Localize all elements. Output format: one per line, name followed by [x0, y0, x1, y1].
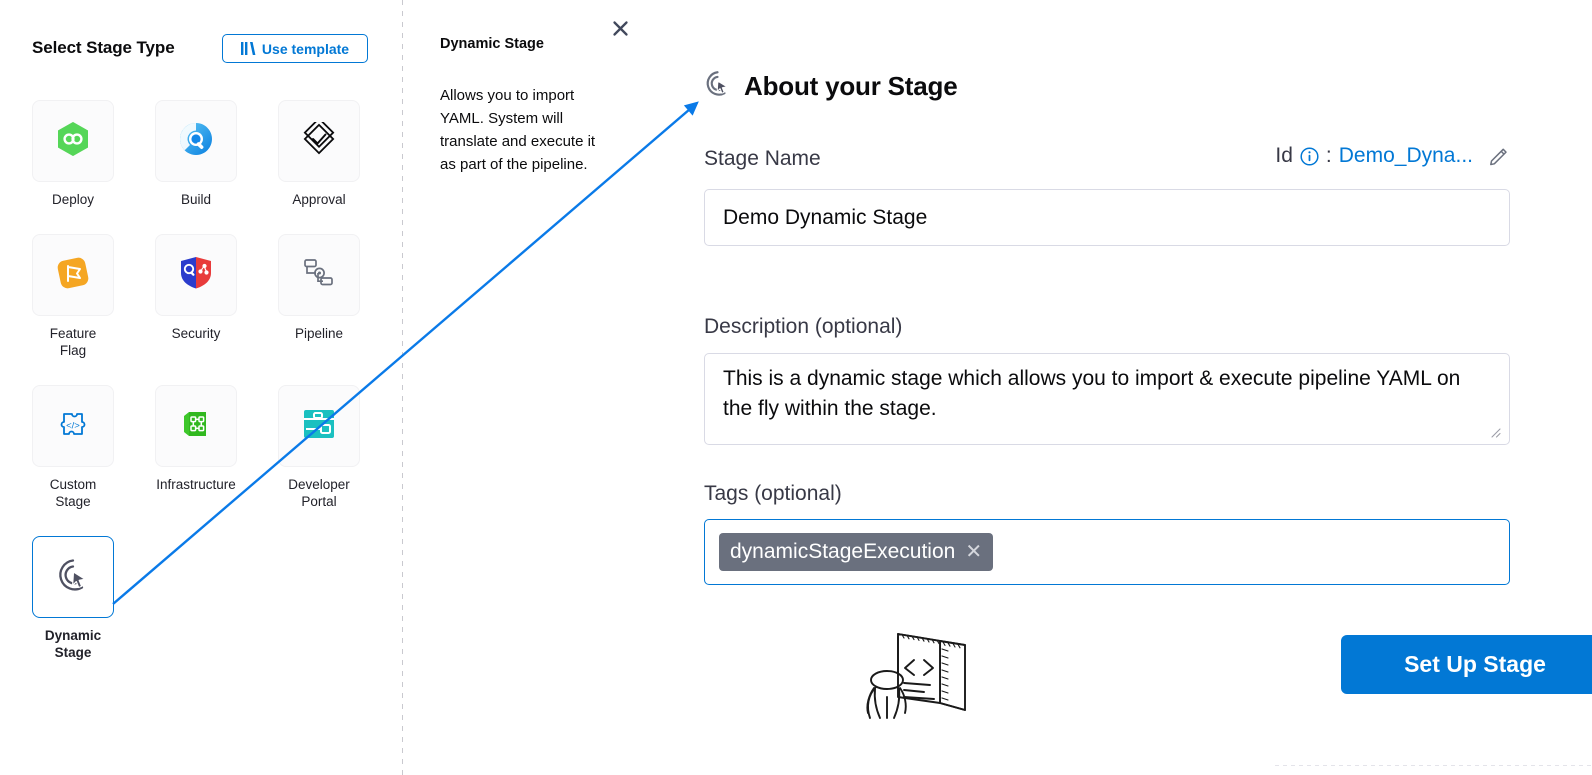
tags-input[interactable]: dynamicStageExecution ✕: [704, 519, 1510, 585]
close-icon[interactable]: [607, 15, 633, 41]
info-circle-icon[interactable]: [1300, 146, 1319, 166]
close-small-icon[interactable]: ✕: [965, 541, 983, 563]
stage-card-feature-flag[interactable]: [32, 234, 114, 316]
stage-type-row: </> Custom Stage: [32, 385, 372, 510]
stage-id-value: Demo_Dyna...: [1338, 144, 1473, 167]
stage-id-separator: :: [1325, 144, 1332, 167]
use-template-label: Use template: [261, 40, 350, 57]
stage-info-description: Allows you to import YAML. System will t…: [440, 87, 596, 173]
stage-type-row: Feature Flag: [32, 234, 372, 359]
about-title: About your Stage: [744, 70, 958, 101]
stage-info-panel: Dynamic Stage Allows you to import YAML.…: [402, 0, 966, 775]
stage-label-security: Security: [171, 326, 221, 341]
select-stage-type-panel: Select Stage Type Use template: [0, 0, 402, 775]
person-presenting-code-board-illustration: [852, 625, 977, 725]
stage-card-dynamic-stage[interactable]: [32, 536, 114, 618]
deploy-hexagon-infinity-icon: [55, 120, 91, 163]
stage-card-security[interactable]: [155, 234, 237, 316]
svg-text:</>: </>: [66, 420, 80, 431]
stage-type-cell-developer-portal: Developer Portal: [278, 385, 360, 510]
pipeline-nodes-icon: [302, 257, 336, 294]
stage-type-cell-feature-flag: Feature Flag: [32, 234, 114, 359]
stage-name-row: Stage Name Id : Demo_Dyna...: [704, 144, 1510, 178]
about-header: About your Stage: [702, 68, 958, 104]
stage-card-infrastructure[interactable]: [155, 385, 237, 467]
left-panel-header: Select Stage Type Use template: [32, 34, 372, 66]
about-your-stage-panel: About your Stage Stage Name Id : Demo_Dy…: [640, 0, 1592, 775]
tag-chip: dynamicStageExecution ✕: [719, 533, 994, 571]
stage-label-developer-portal: Developer Portal: [288, 477, 350, 509]
stage-card-build[interactable]: [155, 100, 237, 182]
tag-chip-label: dynamicStageExecution: [730, 540, 956, 563]
stage-card-custom-stage[interactable]: </>: [32, 385, 114, 467]
stage-label-approval: Approval: [292, 192, 346, 207]
infrastructure-nodes-icon: [180, 408, 212, 445]
stage-type-cell-pipeline: Pipeline: [278, 234, 360, 359]
set-up-stage-button[interactable]: Set Up Stage: [1341, 635, 1592, 694]
stage-label-deploy: Deploy: [51, 192, 95, 207]
stage-id-group: Id : Demo_Dyna...: [1275, 144, 1510, 168]
build-gear-magnifier-icon: [178, 121, 214, 162]
approval-check-diamond-icon: [302, 116, 336, 161]
stage-type-cell-security: Security: [155, 234, 237, 359]
stage-type-cell-infrastructure: Infrastructure: [155, 385, 237, 510]
custom-stage-code-puzzle-icon: </>: [57, 408, 89, 445]
stage-label-pipeline: Pipeline: [294, 326, 344, 341]
stage-id-label: Id: [1275, 144, 1293, 167]
security-shields-icon: [177, 256, 215, 295]
description-label: Description (optional): [704, 315, 903, 338]
stage-label-build: Build: [180, 192, 212, 207]
stage-name-input[interactable]: [704, 189, 1510, 246]
page-title: Select Stage Type: [32, 38, 175, 57]
stage-type-row: Deploy: [32, 100, 372, 208]
stage-name-label: Stage Name: [704, 147, 821, 170]
stage-label-feature-flag: Feature Flag: [49, 326, 97, 358]
stage-type-grid: Deploy: [32, 100, 372, 661]
dynamic-stage-click-target-icon: [702, 68, 733, 104]
template-icon: [240, 42, 256, 55]
pencil-edit-icon[interactable]: [1488, 145, 1510, 167]
stage-card-developer-portal[interactable]: [278, 385, 360, 467]
stage-card-deploy[interactable]: [32, 100, 114, 182]
stage-info-title: Dynamic Stage: [440, 36, 544, 52]
description-textarea[interactable]: [704, 353, 1510, 445]
stage-type-cell-custom-stage: </> Custom Stage: [32, 385, 114, 510]
stage-label-dynamic-stage: Dynamic Stage: [44, 628, 102, 660]
dynamic-stage-click-target-icon: [53, 555, 93, 600]
bottom-divider: [1275, 765, 1592, 766]
use-template-button[interactable]: Use template: [222, 34, 368, 63]
stage-label-custom-stage: Custom Stage: [49, 477, 97, 509]
stage-type-row: Dynamic Stage: [32, 536, 372, 661]
stage-type-cell-approval: Approval: [278, 100, 360, 208]
stage-type-cell-build: Build: [155, 100, 237, 208]
tags-label: Tags (optional): [704, 482, 842, 505]
stage-type-cell-dynamic-stage: Dynamic Stage: [32, 536, 114, 661]
stage-label-infrastructure: Infrastructure: [156, 477, 236, 492]
stage-card-pipeline[interactable]: [278, 234, 360, 316]
stage-type-cell-deploy: Deploy: [32, 100, 114, 208]
stage-card-approval[interactable]: [278, 100, 360, 182]
feature-flag-icon: [55, 255, 91, 296]
developer-portal-icon: [302, 408, 336, 445]
